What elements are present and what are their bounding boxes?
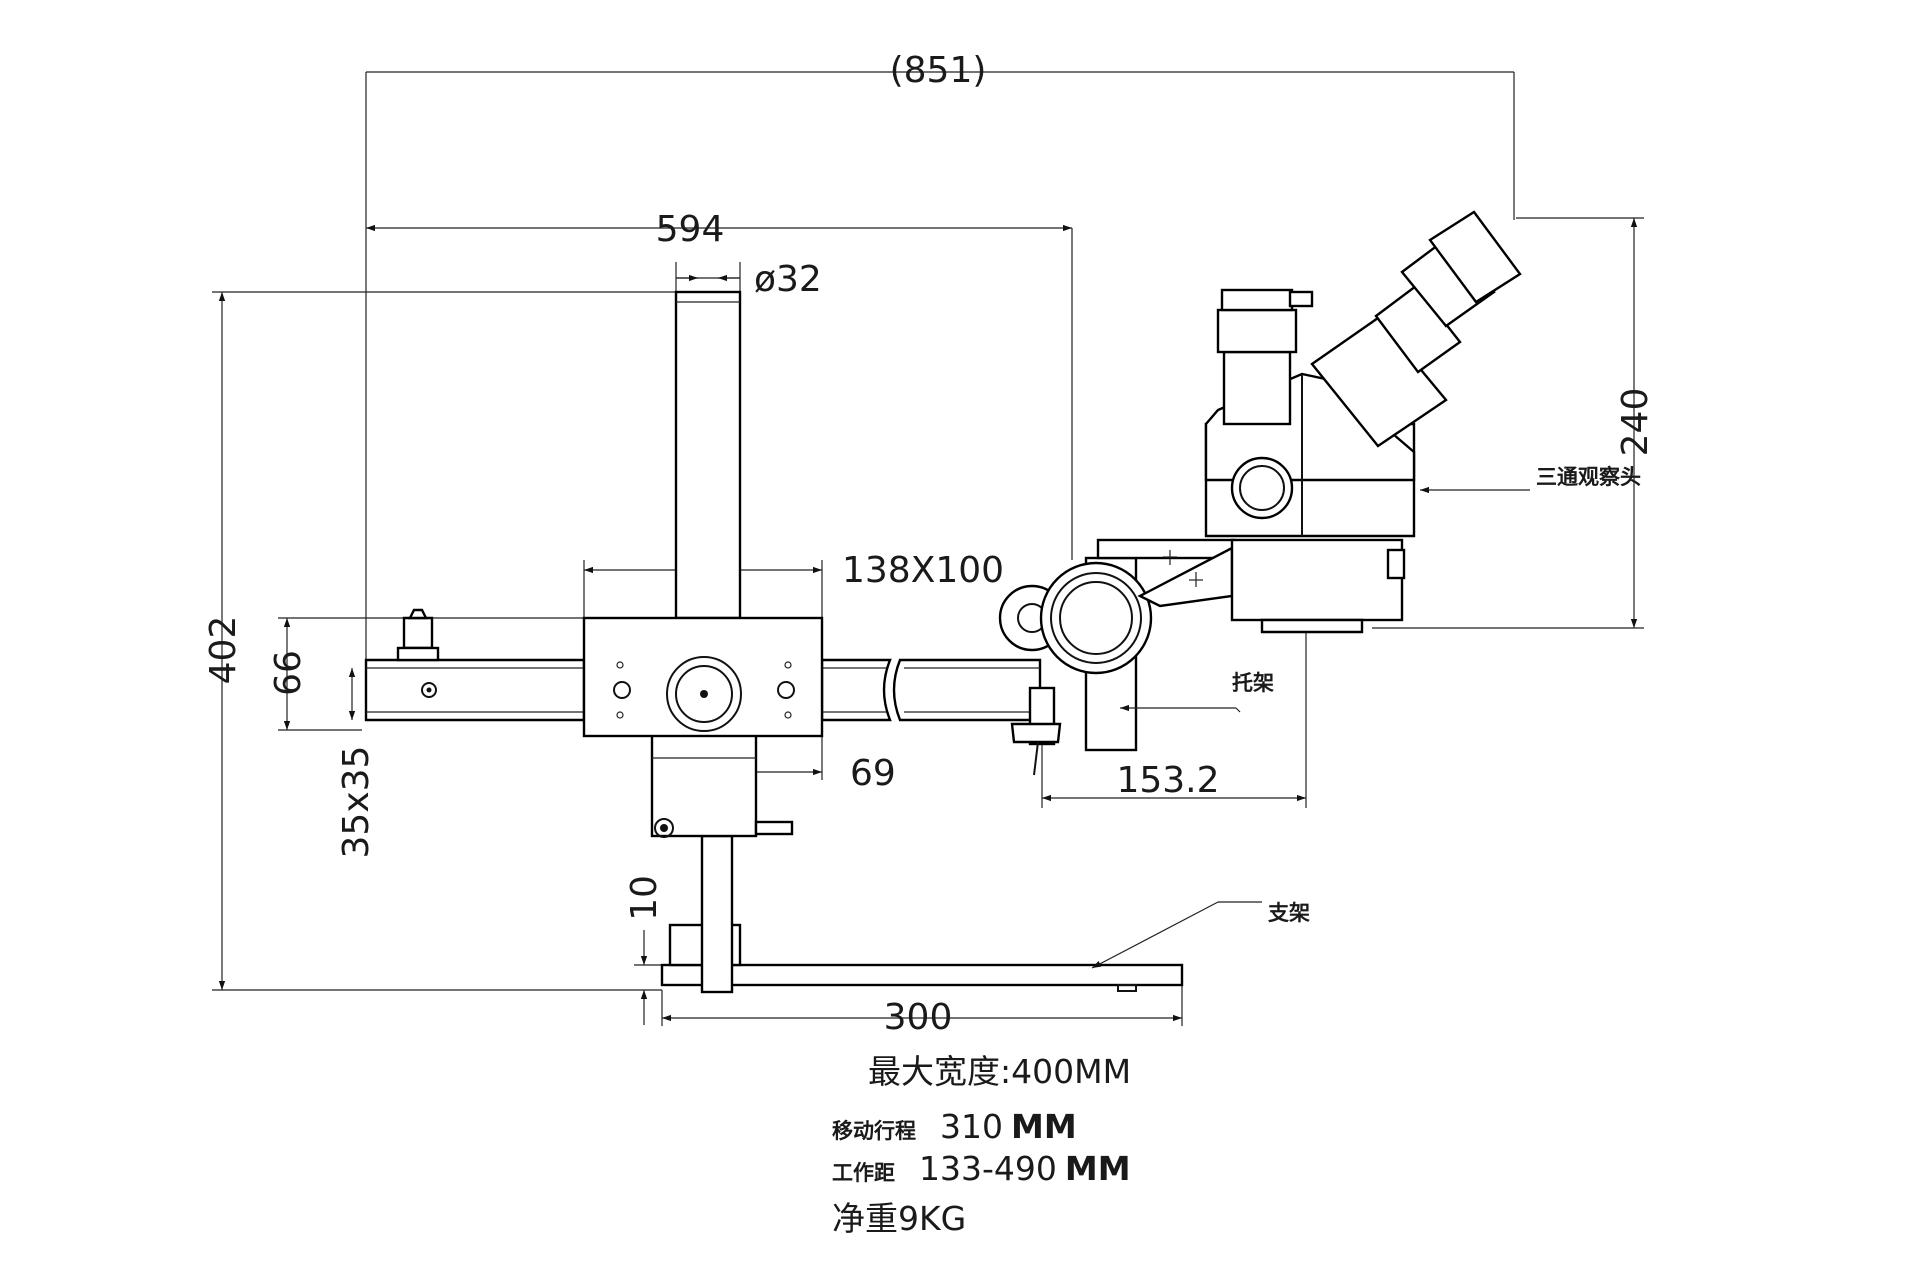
dim-arm-length: 594 <box>656 209 725 250</box>
spec-working-distance-value: 133-490 <box>919 1149 1057 1188</box>
leader-lines <box>1091 486 1530 969</box>
spec-net-weight: 净重9KG <box>832 1199 966 1238</box>
spec-working-distance: 工作距 133-490 MM <box>832 1149 1131 1188</box>
dim-head-height: 240 <box>1615 388 1656 457</box>
label-holder: 托架 <box>1232 671 1274 695</box>
stand-geometry <box>364 210 1522 994</box>
dimension-lines <box>212 71 1644 1026</box>
spec-working-distance-unit: MM <box>1065 1149 1131 1188</box>
spec-travel: 移动行程 310 MM <box>832 1107 1077 1146</box>
spec-travel-value: 310 <box>940 1107 1003 1146</box>
label-trinocular-head: 三通观察头 <box>1536 465 1641 489</box>
dim-arm-height: 66 <box>268 650 309 696</box>
dim-overall-width: (851) <box>890 50 987 91</box>
dim-arm-section: 35x35 <box>336 746 377 859</box>
dim-total-height: 402 <box>203 616 244 685</box>
dim-pillar-diameter: ø32 <box>754 259 822 300</box>
spec-max-width: 最大宽度:400MM <box>868 1052 1131 1091</box>
spec-working-distance-label: 工作距 <box>832 1161 895 1185</box>
spec-travel-unit: MM <box>1011 1107 1077 1146</box>
dim-holder-offset: 153.2 <box>1116 760 1219 801</box>
dim-base-thickness: 10 <box>624 875 665 921</box>
dim-block-size: 138X100 <box>842 550 1004 591</box>
dim-block-depth: 69 <box>850 753 896 794</box>
spec-travel-label: 移动行程 <box>832 1119 916 1143</box>
label-stand: 支架 <box>1268 901 1310 925</box>
dim-base-length: 300 <box>884 997 953 1038</box>
